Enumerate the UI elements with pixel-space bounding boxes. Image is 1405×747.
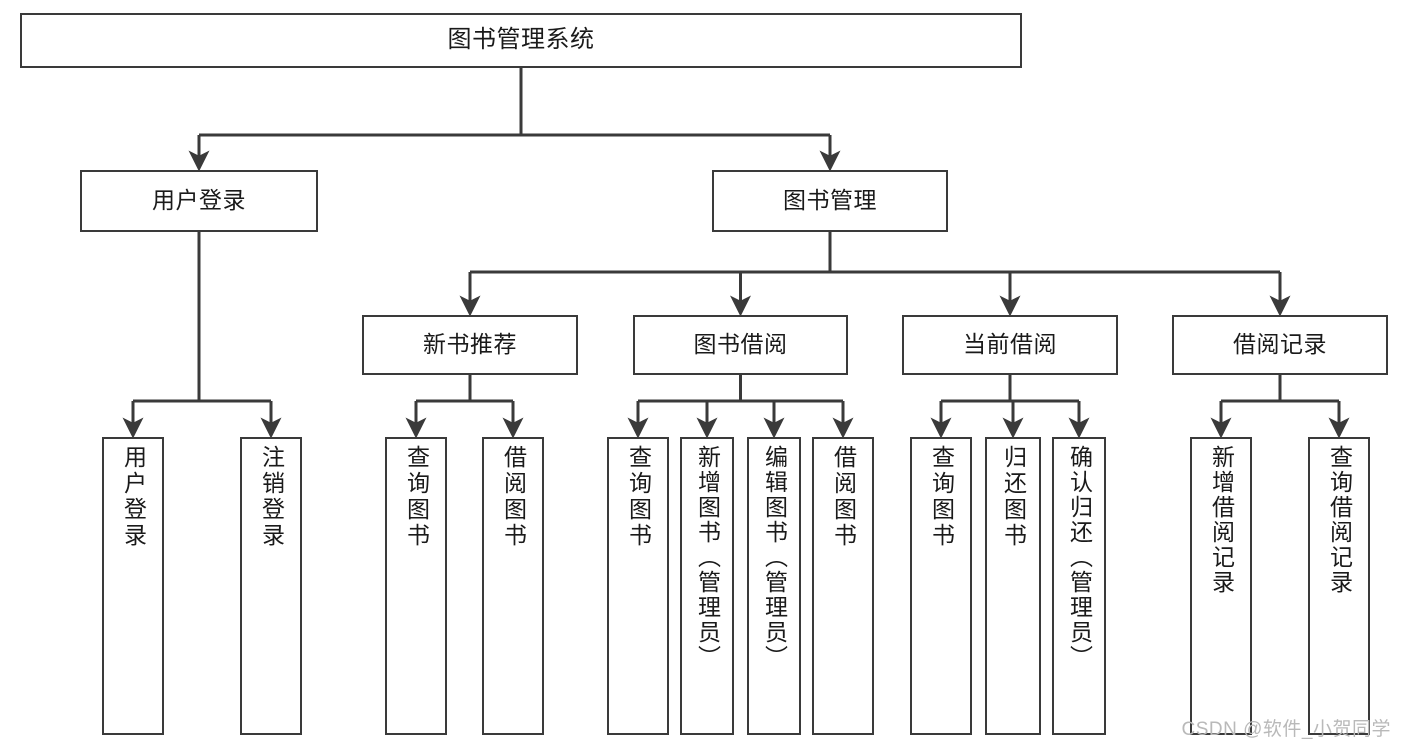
node-label: 借阅记录 (1233, 331, 1327, 358)
node-borrow[interactable]: 图书借阅 (633, 315, 848, 375)
node-root[interactable]: 图书管理系统 (20, 13, 1022, 68)
node-current[interactable]: 当前借阅 (902, 315, 1118, 375)
node-label: 新增图书（管理员） (694, 445, 721, 670)
node-leaf-add-record[interactable]: 新增借阅记录 (1190, 437, 1252, 735)
node-leaf-borrow-book-2[interactable]: 借阅图书 (812, 437, 874, 735)
node-leaf-return-book[interactable]: 归还图书 (985, 437, 1041, 735)
node-label: 归还图书 (1000, 445, 1027, 549)
node-leaf-borrow-book-1[interactable]: 借阅图书 (482, 437, 544, 735)
node-bookmgmt[interactable]: 图书管理 (712, 170, 948, 232)
node-leaf-query-book-2[interactable]: 查询图书 (607, 437, 669, 735)
node-leaf-logout[interactable]: 注销登录 (240, 437, 302, 735)
node-leaf-confirm-return[interactable]: 确认归还（管理员） (1052, 437, 1106, 735)
node-label: 查询图书 (928, 445, 955, 549)
node-label: 借阅图书 (500, 445, 527, 549)
node-label: 确认归还（管理员） (1066, 445, 1093, 670)
node-label: 新书推荐 (423, 331, 517, 358)
node-label: 当前借阅 (963, 331, 1057, 358)
node-leaf-query-book-3[interactable]: 查询图书 (910, 437, 972, 735)
node-label: 查询图书 (625, 445, 652, 549)
node-leaf-user-login[interactable]: 用户登录 (102, 437, 164, 735)
node-newbook[interactable]: 新书推荐 (362, 315, 578, 375)
node-leaf-query-book-1[interactable]: 查询图书 (385, 437, 447, 735)
node-leaf-query-record[interactable]: 查询借阅记录 (1308, 437, 1370, 735)
node-label: 图书管理 (783, 187, 877, 214)
node-leaf-edit-book[interactable]: 编辑图书（管理员） (747, 437, 801, 735)
node-leaf-add-book[interactable]: 新增图书（管理员） (680, 437, 734, 735)
node-label: 查询图书 (403, 445, 430, 549)
node-login[interactable]: 用户登录 (80, 170, 318, 232)
node-label: 借阅图书 (830, 445, 857, 549)
node-label: 编辑图书（管理员） (761, 445, 788, 670)
node-records[interactable]: 借阅记录 (1172, 315, 1388, 375)
node-label: 用户登录 (152, 187, 246, 214)
node-label: 查询借阅记录 (1326, 445, 1353, 595)
node-label: 新增借阅记录 (1208, 445, 1235, 595)
node-label: 图书管理系统 (447, 26, 595, 54)
node-label: 注销登录 (258, 445, 285, 549)
node-label: 图书借阅 (693, 331, 788, 358)
node-label: 用户登录 (120, 445, 147, 549)
